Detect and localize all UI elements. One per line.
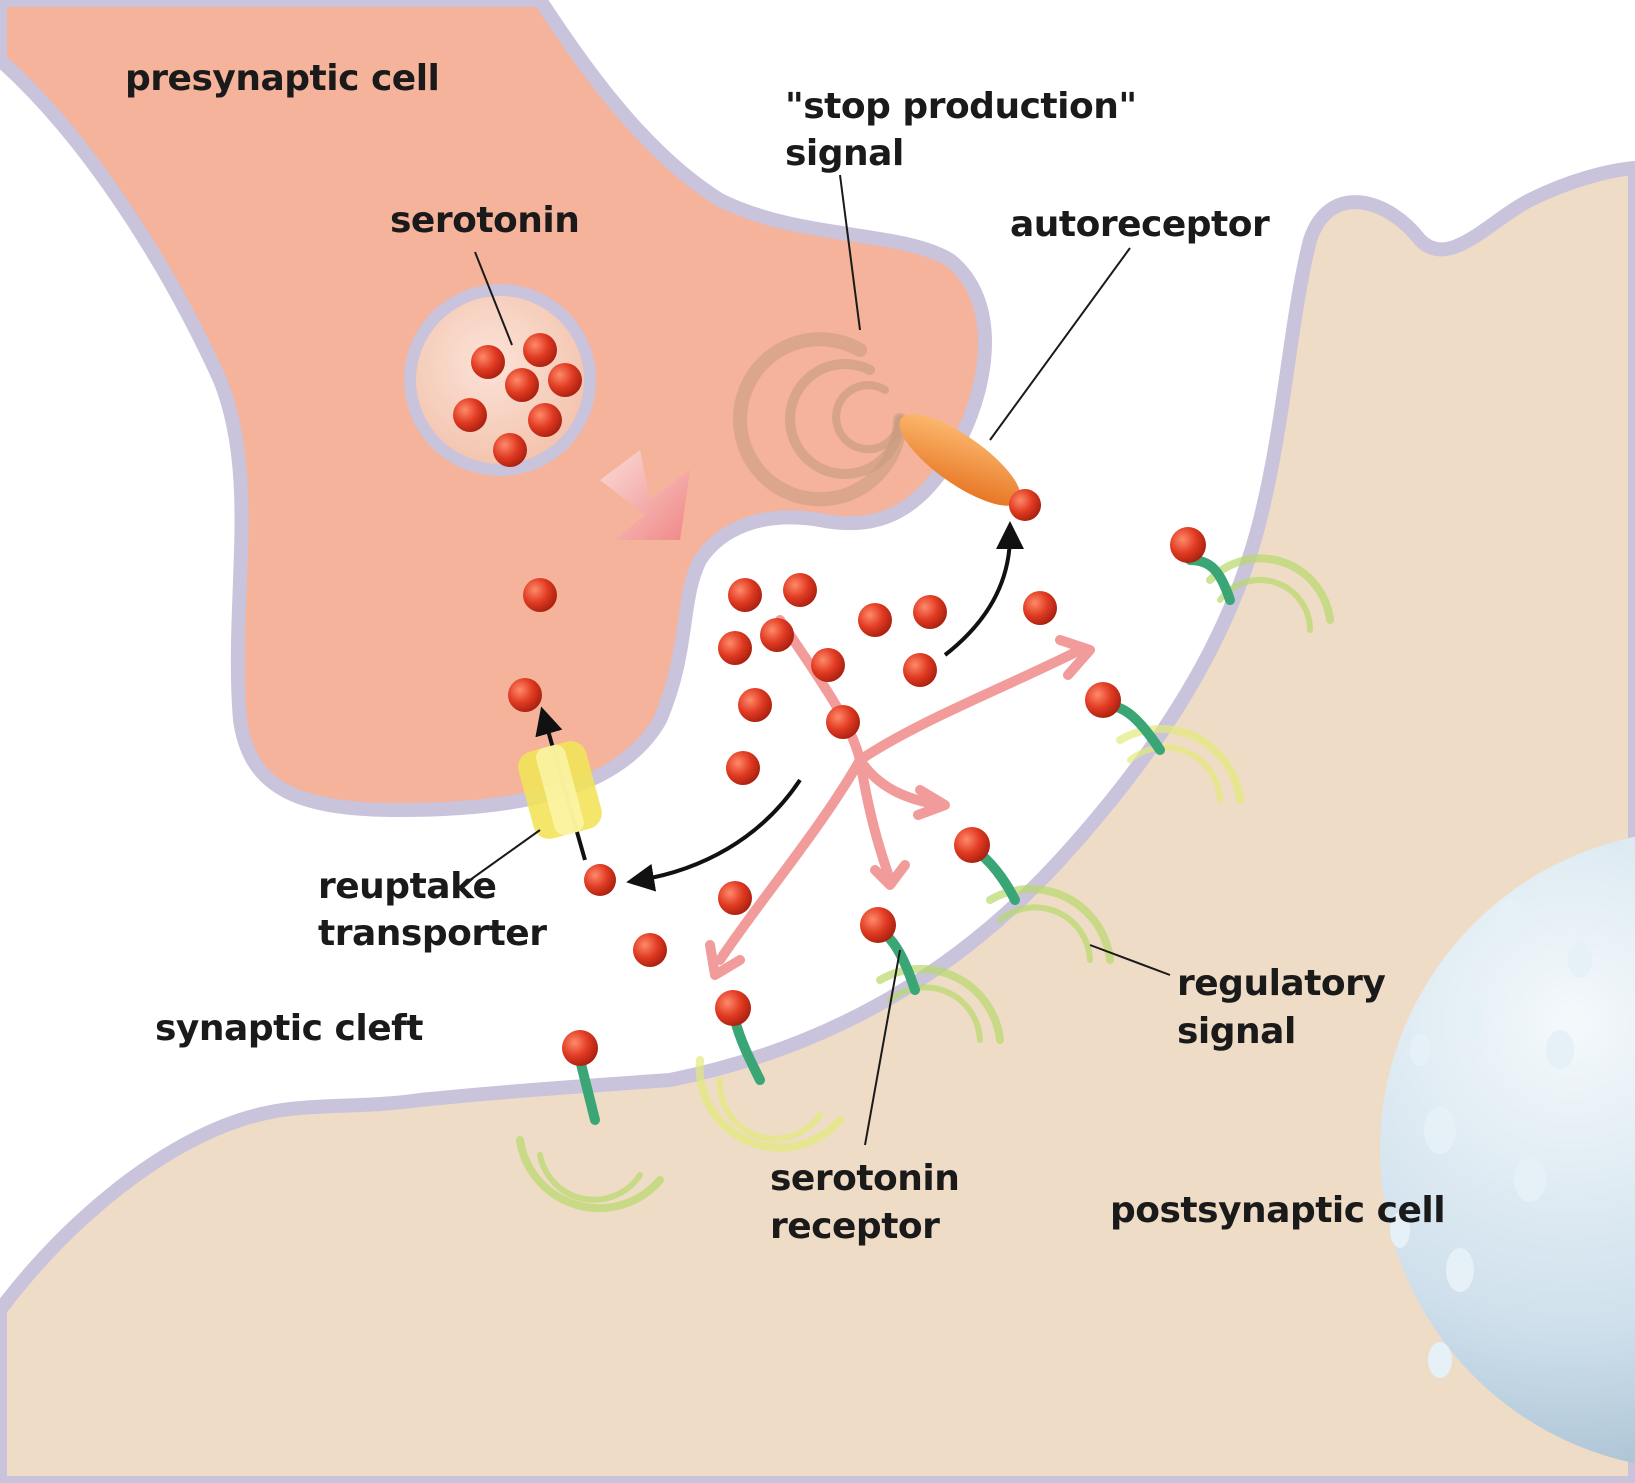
label-postsynaptic-cell: postsynaptic cell	[1110, 1190, 1445, 1231]
label-serotonin: serotonin	[390, 200, 579, 241]
label-stop-production-line1: "stop production"	[785, 86, 1137, 127]
label-reuptake-line1: reuptake	[318, 866, 496, 907]
label-stop-production-line2: signal	[785, 133, 904, 174]
label-synaptic-cleft: synaptic cleft	[155, 1008, 423, 1049]
label-reuptake-line2: transporter	[318, 913, 547, 954]
label-regulatory-line1: regulatory	[1177, 963, 1385, 1004]
label-autoreceptor: autoreceptor	[1010, 204, 1270, 245]
label-regulatory-line2: signal	[1177, 1011, 1296, 1052]
label-serotonin-receptor-line1: serotonin	[770, 1158, 959, 1199]
label-presynaptic-cell: presynaptic cell	[125, 58, 439, 99]
label-serotonin-receptor-line2: receptor	[770, 1206, 940, 1247]
